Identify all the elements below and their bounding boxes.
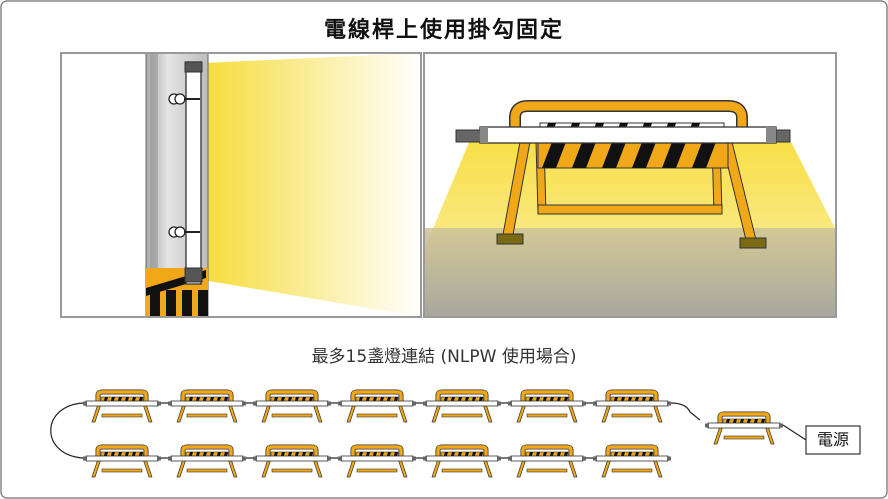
chain-barrier-bottom-6 (508, 444, 586, 478)
barrier-top-rail (510, 101, 747, 140)
right-panel-border (423, 52, 837, 318)
power-label: 電源 (816, 430, 849, 449)
power-cable (782, 424, 807, 441)
chain-barrier-bottom-7 (593, 444, 671, 478)
chain-barrier-extra (705, 411, 783, 445)
chain-barrier-bottom-5 (423, 444, 501, 478)
chain-loop-cable (50, 402, 84, 459)
chain-subtitle: 最多15盞燈連結 (NLPW 使用場合) (311, 347, 577, 367)
light-beam-left (203, 53, 421, 317)
vertical-tube-light (185, 61, 202, 285)
horizontal-tube-light (479, 126, 777, 144)
power-box (805, 425, 861, 455)
chain-barrier-top-6 (508, 389, 586, 423)
chain-diagram (50, 389, 807, 478)
hook-lower (168, 226, 200, 238)
chain-barrier-top-5 (423, 389, 501, 423)
chain-link-cable (670, 402, 701, 421)
chain-barrier-top-2 (168, 389, 246, 423)
ground (424, 228, 836, 317)
diagram-title: 電線桿上使用掛勾固定 (323, 18, 564, 43)
chain-barrier-top-4 (338, 389, 416, 423)
chain-barrier-top-3 (253, 389, 331, 423)
barrier-stripes (542, 142, 716, 168)
chain-barrier-bottom-4 (338, 444, 416, 478)
chain-barrier-top-7 (593, 389, 671, 423)
chain-barrier-top-1 (83, 389, 161, 423)
hook-upper (168, 93, 200, 105)
barrier-panel (424, 53, 836, 317)
chain-barrier-bottom-2 (168, 444, 246, 478)
chain-barrier-bottom-1 (83, 444, 161, 478)
pole-mount-panel (61, 53, 421, 317)
chain-barrier-bottom-3 (253, 444, 331, 478)
left-panel-border (60, 52, 422, 318)
